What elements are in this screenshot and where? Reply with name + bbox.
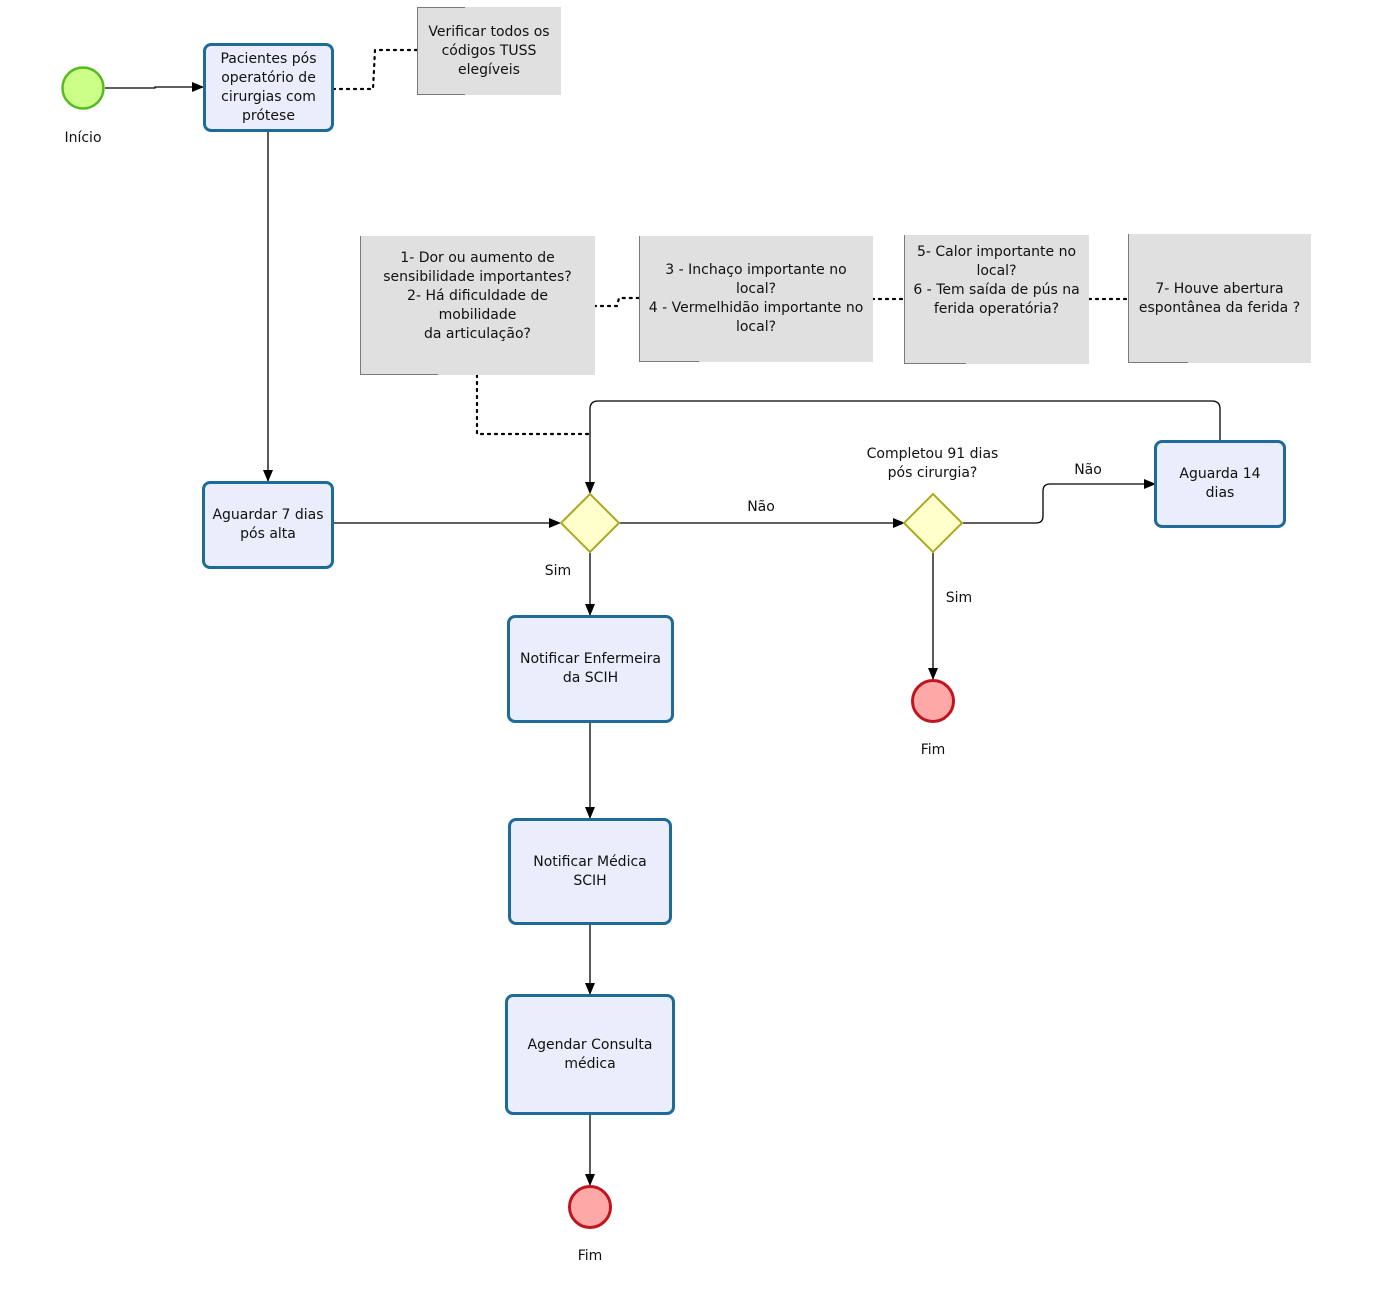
end-event-2-label: Fim bbox=[577, 1248, 603, 1264]
task-aguardar-7-dias[interactable]: Aguardar 7 dias pós alta bbox=[202, 481, 334, 569]
annotation-bracket bbox=[1128, 362, 1188, 363]
task-notificar-enfermeira[interactable]: Notificar Enfermeira da SCIH bbox=[507, 615, 674, 723]
task-agendar-consulta[interactable]: Agendar Consulta médica bbox=[505, 994, 675, 1115]
start-event-label: Início bbox=[64, 130, 102, 146]
task-aguarda-14-dias[interactable]: Aguarda 14 dias bbox=[1154, 440, 1286, 528]
task-pacientes-pos-operatorio[interactable]: Pacientes pós operatório de cirurgias co… bbox=[203, 43, 334, 132]
flow-gateway2-no-to-aguarda14 bbox=[963, 479, 1156, 524]
annotation-verificar-tuss: Verificar todos os códigos TUSS elegívei… bbox=[417, 7, 561, 95]
end-event-2 bbox=[568, 1185, 612, 1229]
end-event-1 bbox=[911, 679, 955, 723]
association-pacientes-note1 bbox=[331, 48, 419, 91]
annotation-bracket bbox=[417, 94, 465, 95]
annotation-questions-1-2: 1- Dor ou aumento de sensibilidade impor… bbox=[360, 236, 595, 375]
annotation-question-7: 7- Houve abertura espontânea da ferida ? bbox=[1128, 234, 1311, 363]
gateway-1 bbox=[559, 492, 621, 554]
gateway-2-question: Completou 91 dias pós cirurgia? bbox=[866, 446, 999, 481]
flow-aguarda14-loop-to-gateway1 bbox=[585, 400, 1221, 494]
flow-label-g2-nao: Não bbox=[1074, 462, 1102, 478]
annotation-bracket bbox=[360, 374, 438, 375]
annotation-bracket bbox=[904, 363, 966, 364]
annotation-bracket bbox=[417, 7, 465, 8]
annotation-bracket bbox=[639, 361, 699, 362]
flow-label-g1-sim: Sim bbox=[544, 563, 572, 579]
start-event bbox=[61, 66, 105, 110]
flow-start-to-pacientes bbox=[105, 82, 204, 92]
flow-label-g1-nao: Não bbox=[747, 499, 775, 515]
flow-label-g2-sim: Sim bbox=[945, 590, 973, 606]
annotation-questions-3-4: 3 - Inchaço importante no local? 4 - Ver… bbox=[639, 236, 873, 362]
gateway-2 bbox=[902, 492, 964, 554]
end-event-1-label: Fim bbox=[920, 742, 946, 758]
task-notificar-medica[interactable]: Notificar Médica SCIH bbox=[508, 818, 672, 925]
association-note2-gateway1 bbox=[475, 373, 592, 436]
association-note2-note3 bbox=[592, 296, 641, 308]
annotation-questions-5-6: 5- Calor importante no local? 6 - Tem sa… bbox=[904, 235, 1089, 364]
